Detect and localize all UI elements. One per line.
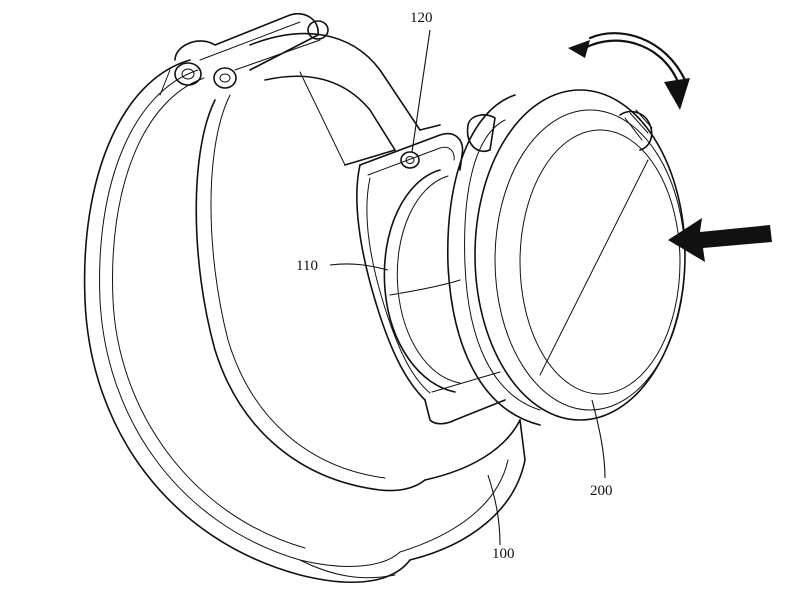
- leader-line-110: [329, 263, 389, 271]
- leader-line-200: [591, 399, 606, 479]
- press-direction-arrow-icon: [668, 218, 772, 262]
- curved-rotation-arrow-icon: [568, 32, 690, 110]
- leader-line-100: [487, 474, 501, 546]
- leader-line-120: [411, 29, 431, 153]
- watch-face: [446, 89, 686, 426]
- watch-body: [356, 133, 506, 425]
- label-200: 200: [590, 483, 613, 499]
- label-100: 100: [492, 546, 515, 562]
- label-120: 120: [410, 10, 433, 26]
- watch-band: [83, 13, 526, 584]
- label-110: 110: [296, 258, 318, 274]
